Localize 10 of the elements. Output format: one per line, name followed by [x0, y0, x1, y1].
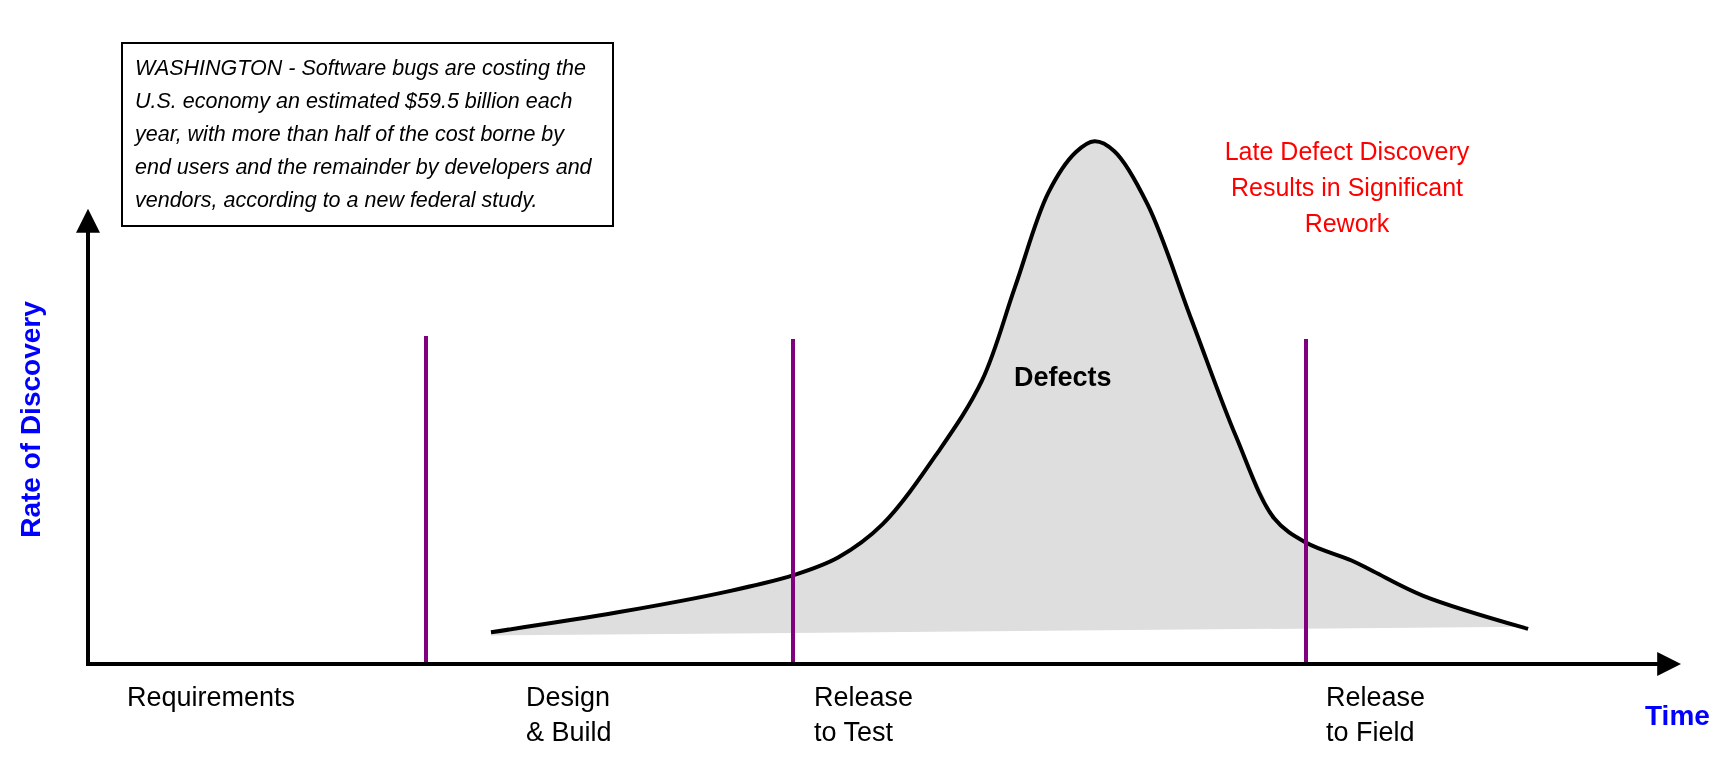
quote-text: WASHINGTON - Software bugs are costing the U.S. economy an estimated $59.5 billion each year, with more than half of the cost borne by end users and the remainder by developers and vendors, according to a new federal study. — [135, 55, 593, 214]
phase-label: Requirements — [127, 681, 296, 714]
phase-label: Design & Build — [526, 681, 613, 749]
phase-label: Release to Test — [814, 681, 915, 749]
area-label: Defects — [1014, 361, 1112, 394]
annotation-note: Late Defect Discovery Results in Significant Rework — [1223, 136, 1471, 239]
phase-label: Release to Field — [1326, 681, 1427, 749]
axis-title: Rate of Discovery — [13, 300, 47, 540]
quote-box — [121, 42, 614, 227]
axis-title: Time — [1645, 699, 1710, 733]
